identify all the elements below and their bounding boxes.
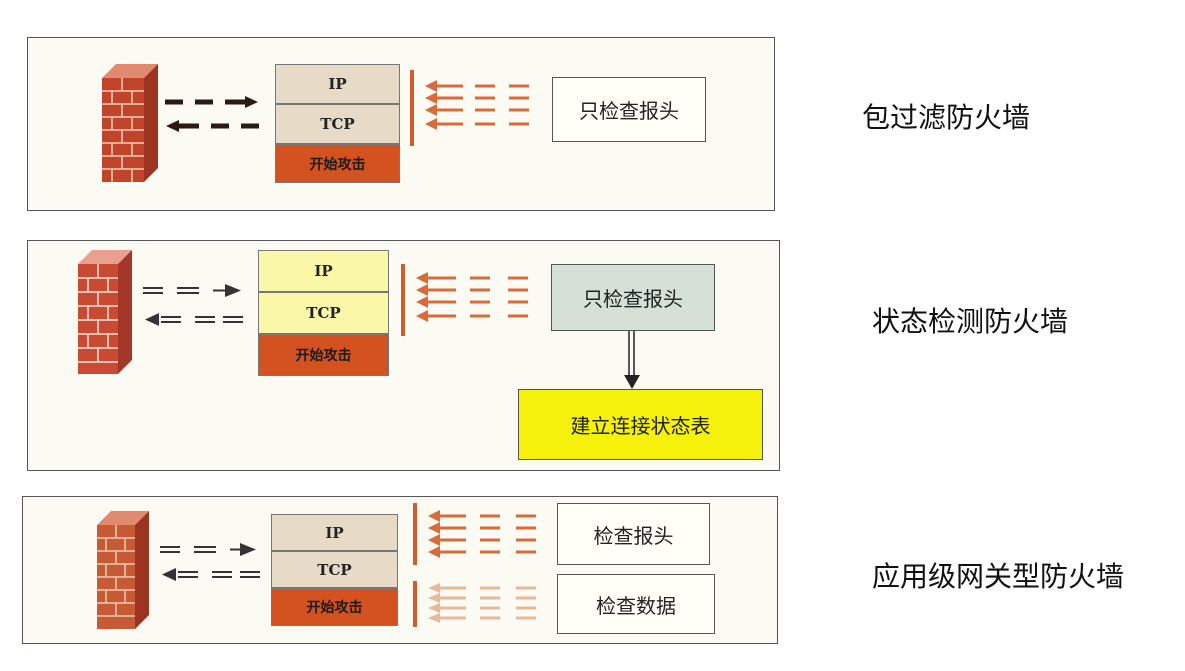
attack-layer: 开始攻击 bbox=[271, 588, 398, 626]
stateful-inspection-title: 状态检测防火墙 bbox=[872, 305, 1069, 338]
firewall-barrier bbox=[410, 70, 414, 146]
incoming-packet-arrows-icon bbox=[416, 272, 528, 322]
packet-filter-title: 包过滤防火墙 bbox=[862, 101, 1031, 134]
ip-layer: IP bbox=[258, 250, 389, 292]
bidirectional-dashed-arrow-icon bbox=[165, 96, 259, 132]
header-check-box: 只检查报头 bbox=[551, 264, 715, 331]
data-check-box: 检查数据 bbox=[557, 574, 715, 634]
firewall-barrier bbox=[413, 581, 417, 627]
tcp-layer: TCP bbox=[258, 292, 389, 334]
ip-layer: IP bbox=[271, 514, 398, 551]
protocol-stack: IP TCP 开始攻击 bbox=[258, 250, 389, 376]
protocol-stack: IP TCP 开始攻击 bbox=[275, 64, 400, 183]
firewall-barrier bbox=[401, 264, 405, 336]
tcp-layer: TCP bbox=[275, 104, 400, 144]
bidirectional-dashed-arrow-icon bbox=[143, 284, 243, 326]
attack-layer: 开始攻击 bbox=[275, 144, 400, 183]
incoming-packet-arrows-icon bbox=[425, 80, 529, 130]
ip-layer: IP bbox=[275, 64, 400, 104]
attack-layer: 开始攻击 bbox=[258, 334, 389, 376]
bidirectional-dashed-arrow-icon bbox=[160, 543, 260, 581]
brick-wall-icon bbox=[97, 511, 149, 629]
brick-wall-icon bbox=[102, 64, 158, 182]
protocol-stack: IP TCP 开始攻击 bbox=[271, 514, 398, 626]
connection-state-table: 建立连接状态表 bbox=[518, 389, 763, 460]
header-check-box: 检查报头 bbox=[557, 503, 710, 565]
header-check-box: 只检查报头 bbox=[552, 77, 706, 142]
brick-wall-icon bbox=[78, 250, 132, 374]
incoming-packet-arrows-icon bbox=[428, 583, 536, 623]
down-arrow-icon bbox=[624, 331, 640, 389]
incoming-packet-arrows-icon bbox=[428, 510, 536, 558]
firewall-barrier bbox=[413, 503, 417, 565]
application-gateway-title: 应用级网关型防火墙 bbox=[872, 560, 1125, 593]
tcp-layer: TCP bbox=[271, 551, 398, 588]
